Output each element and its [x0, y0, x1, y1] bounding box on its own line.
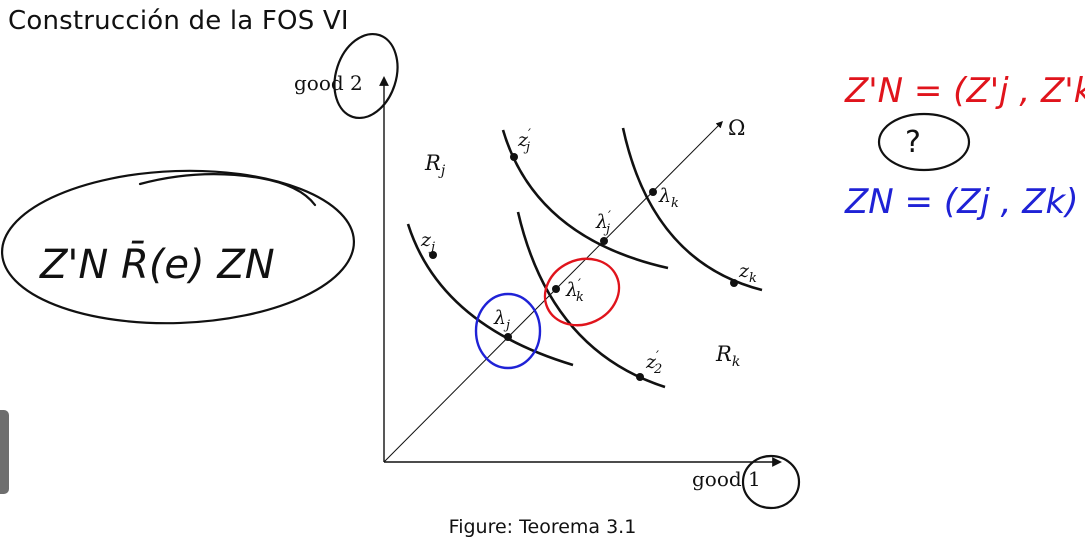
slide-title: Construcción de la FOS VI	[8, 6, 349, 36]
ink-circle-question	[877, 112, 971, 172]
point-lambda-k	[649, 188, 657, 196]
point-lambda-j-prime	[600, 237, 608, 245]
point-lambda-k-prime	[552, 285, 560, 293]
left-handwritten-note: Z'N R̄(e) ZN	[39, 240, 275, 288]
omega-ray	[383, 121, 723, 463]
ink-stroke-left	[138, 173, 317, 207]
indifference-curve-1	[406, 223, 574, 367]
label-z-j-prime: z′j	[517, 127, 531, 155]
indifference-curve-3	[516, 211, 666, 389]
blue-handwritten-note: ZN = (Zj , Zk)	[844, 182, 1079, 222]
question-mark: ?	[905, 125, 921, 160]
label-z-2-prime: z′2	[645, 349, 662, 377]
label-z-k: zk	[738, 260, 757, 286]
ink-circle-good2	[333, 32, 399, 120]
ink-circle-lambda-k-prime	[543, 257, 621, 327]
y-axis-label: good 2	[294, 71, 363, 95]
point-z-k	[730, 279, 738, 287]
label-z-j: zj	[420, 229, 435, 255]
red-handwritten-note: Z'N = (Z'j , Z'k)	[844, 71, 1085, 111]
ink-circle-lambda-j	[474, 292, 542, 370]
point-z-j	[429, 251, 437, 259]
side-panel-handle[interactable]	[0, 410, 9, 494]
figure-caption: Figure: Teorema 3.1	[448, 516, 637, 538]
omega-label: Ω	[728, 116, 745, 140]
x-axis-label: good 1	[692, 467, 761, 491]
region-r-k-label: Rk	[715, 342, 740, 370]
point-lambda-j	[504, 333, 512, 341]
label-lambda-j: λj	[493, 307, 510, 333]
point-z-j-prime	[510, 153, 518, 161]
ink-circle-good1	[741, 454, 801, 510]
label-lambda-j-prime: λ′j	[595, 209, 611, 237]
region-r-j-label: Rj	[424, 151, 446, 179]
label-lambda-k-prime: λ′k	[565, 277, 584, 305]
label-lambda-k: λk	[658, 185, 679, 211]
ink-ellipse-left-note	[0, 169, 356, 325]
point-z-2-prime	[636, 373, 644, 381]
